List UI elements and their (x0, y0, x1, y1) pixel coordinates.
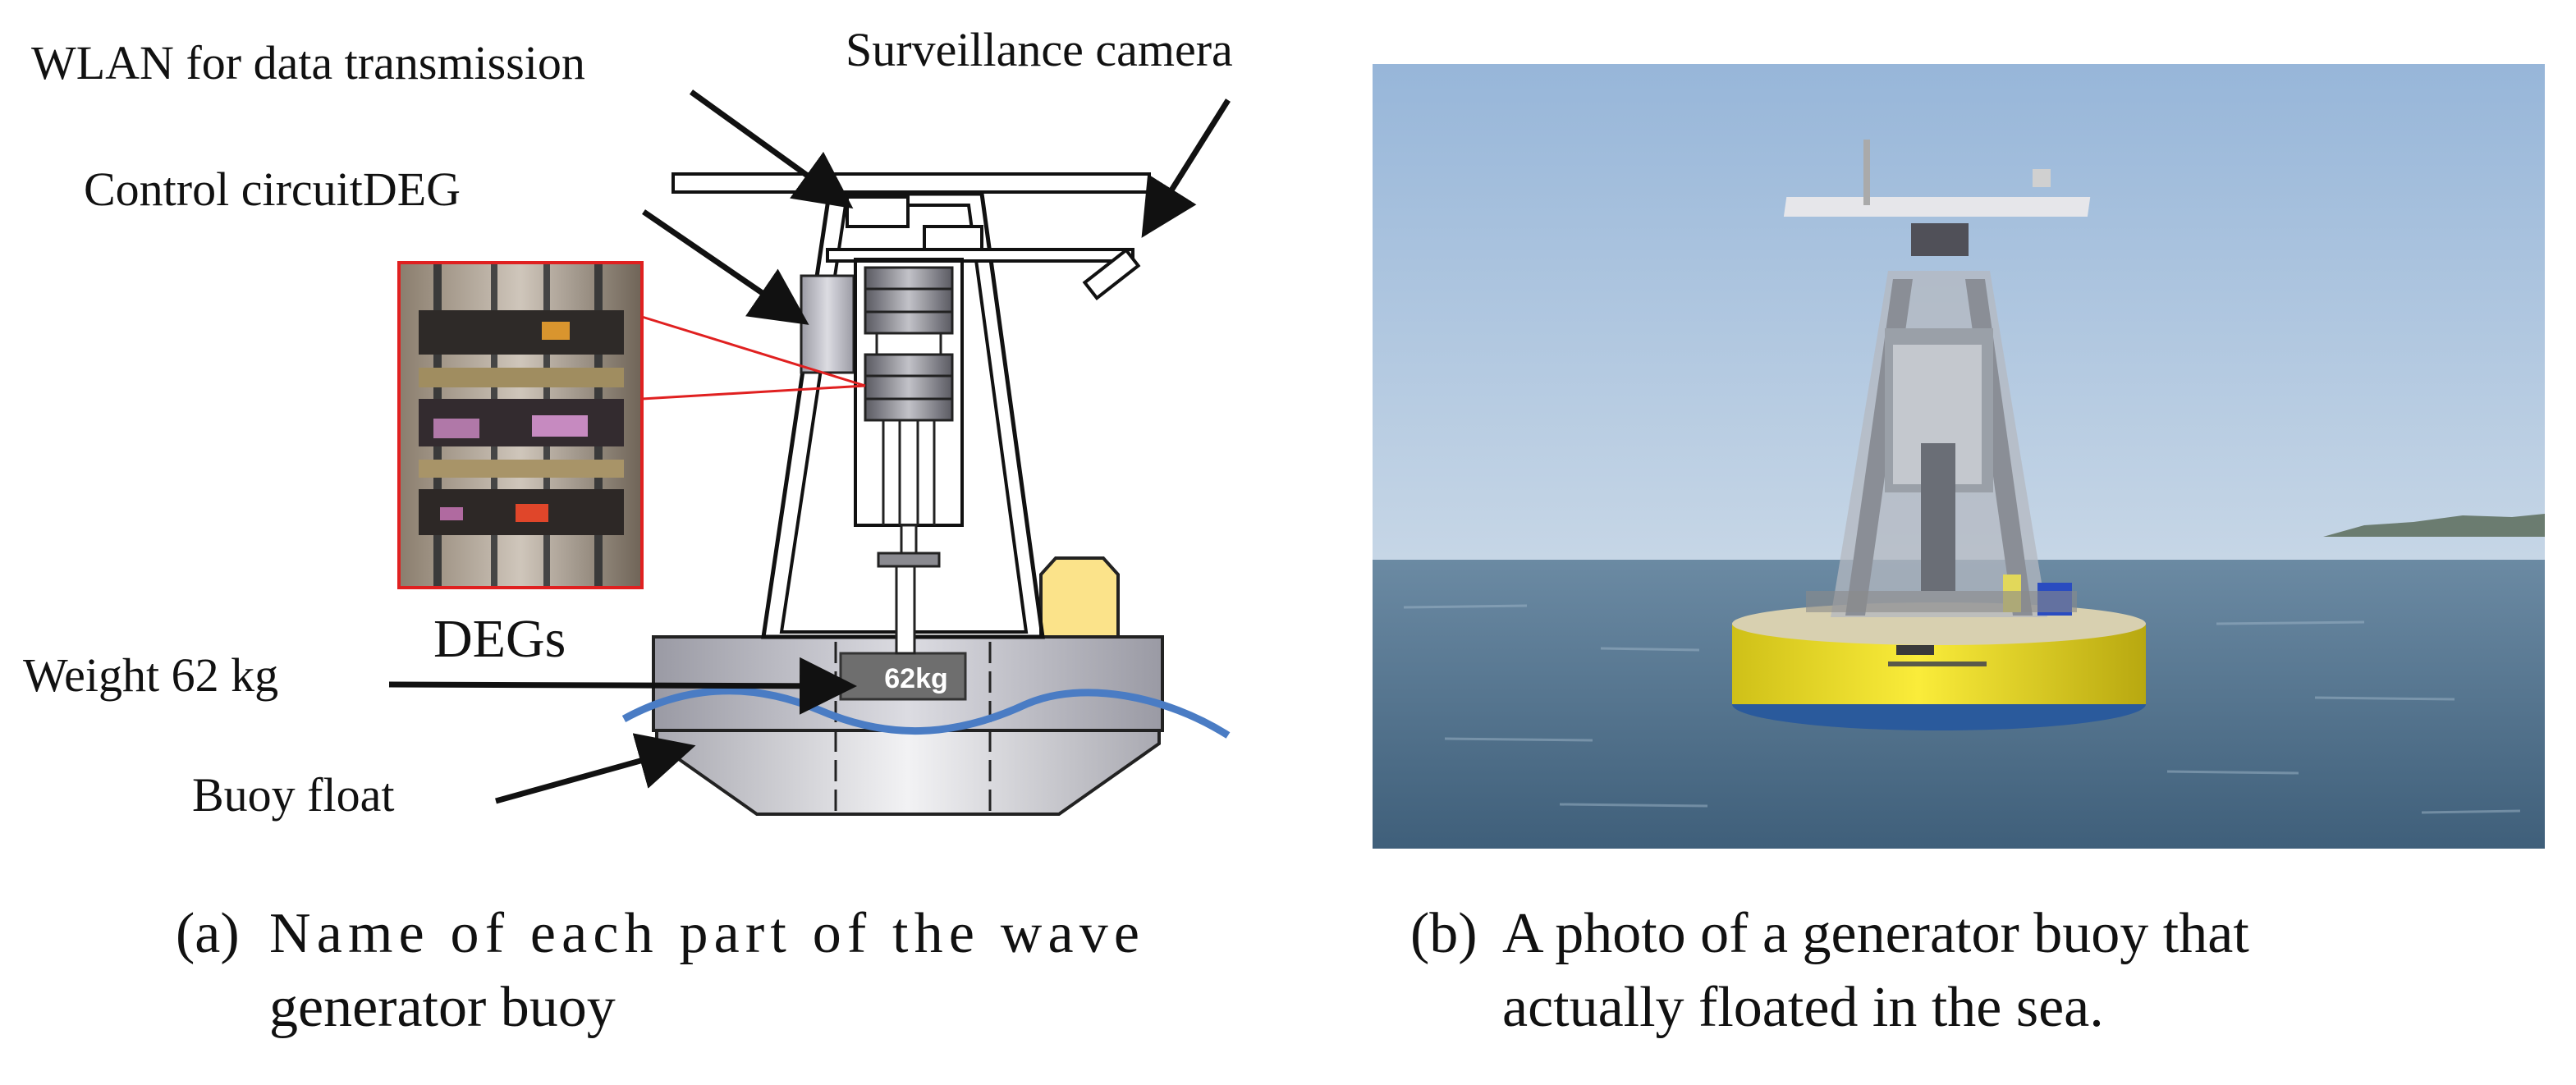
shaft-bottom (895, 565, 916, 655)
top-plate (672, 172, 1151, 194)
caption-b-marker: (b) (1410, 902, 1478, 965)
photo-buoy (1732, 140, 2146, 730)
caption-b-line2: actually floated in the sea. (1502, 976, 2104, 1039)
label-wlan: WLAN for data transmission (31, 36, 585, 89)
label-weight: Weight 62 kg (23, 648, 278, 702)
wave-line (621, 687, 1231, 739)
shaft-top (900, 524, 918, 555)
deg-connector (875, 332, 942, 356)
wlan-arrow (689, 89, 854, 209)
weight-arrow (388, 657, 857, 715)
shaft-cap (877, 552, 941, 568)
camera-arrow (1141, 98, 1231, 238)
label-control: Control circuitDEG (84, 163, 461, 216)
panel-b-photo (1373, 64, 2545, 849)
weight-box (839, 652, 967, 701)
float-arrow (495, 733, 696, 804)
yellow-tank (1039, 556, 1120, 639)
deg-photo-inset (397, 261, 866, 589)
panel-a-diagram: 62kg (23, 23, 1233, 822)
weight-box-label: 62kg (884, 663, 948, 694)
deg-stack-upper (864, 266, 954, 335)
camera-body (1082, 248, 1141, 300)
caption-a-marker: (a) (176, 902, 240, 965)
caption-b-line1: A photo of a generator buoy that (1502, 902, 2249, 965)
caption-a-line1: Name of each part of the wave (269, 902, 1139, 965)
deg-stack-lower (864, 353, 954, 422)
photo-sea-ripples (1403, 604, 2521, 814)
buoy-float (655, 729, 1161, 816)
control-circuit-box (800, 274, 855, 374)
photo-shoreline (2323, 514, 2545, 537)
label-degs: DEGs (433, 609, 566, 669)
label-float: Buoy float (192, 768, 394, 822)
label-camera: Surveillance camera (846, 23, 1233, 76)
control-arrow (642, 209, 809, 325)
caption-a-line2: generator buoy (269, 976, 616, 1039)
wlan-box (846, 195, 910, 228)
